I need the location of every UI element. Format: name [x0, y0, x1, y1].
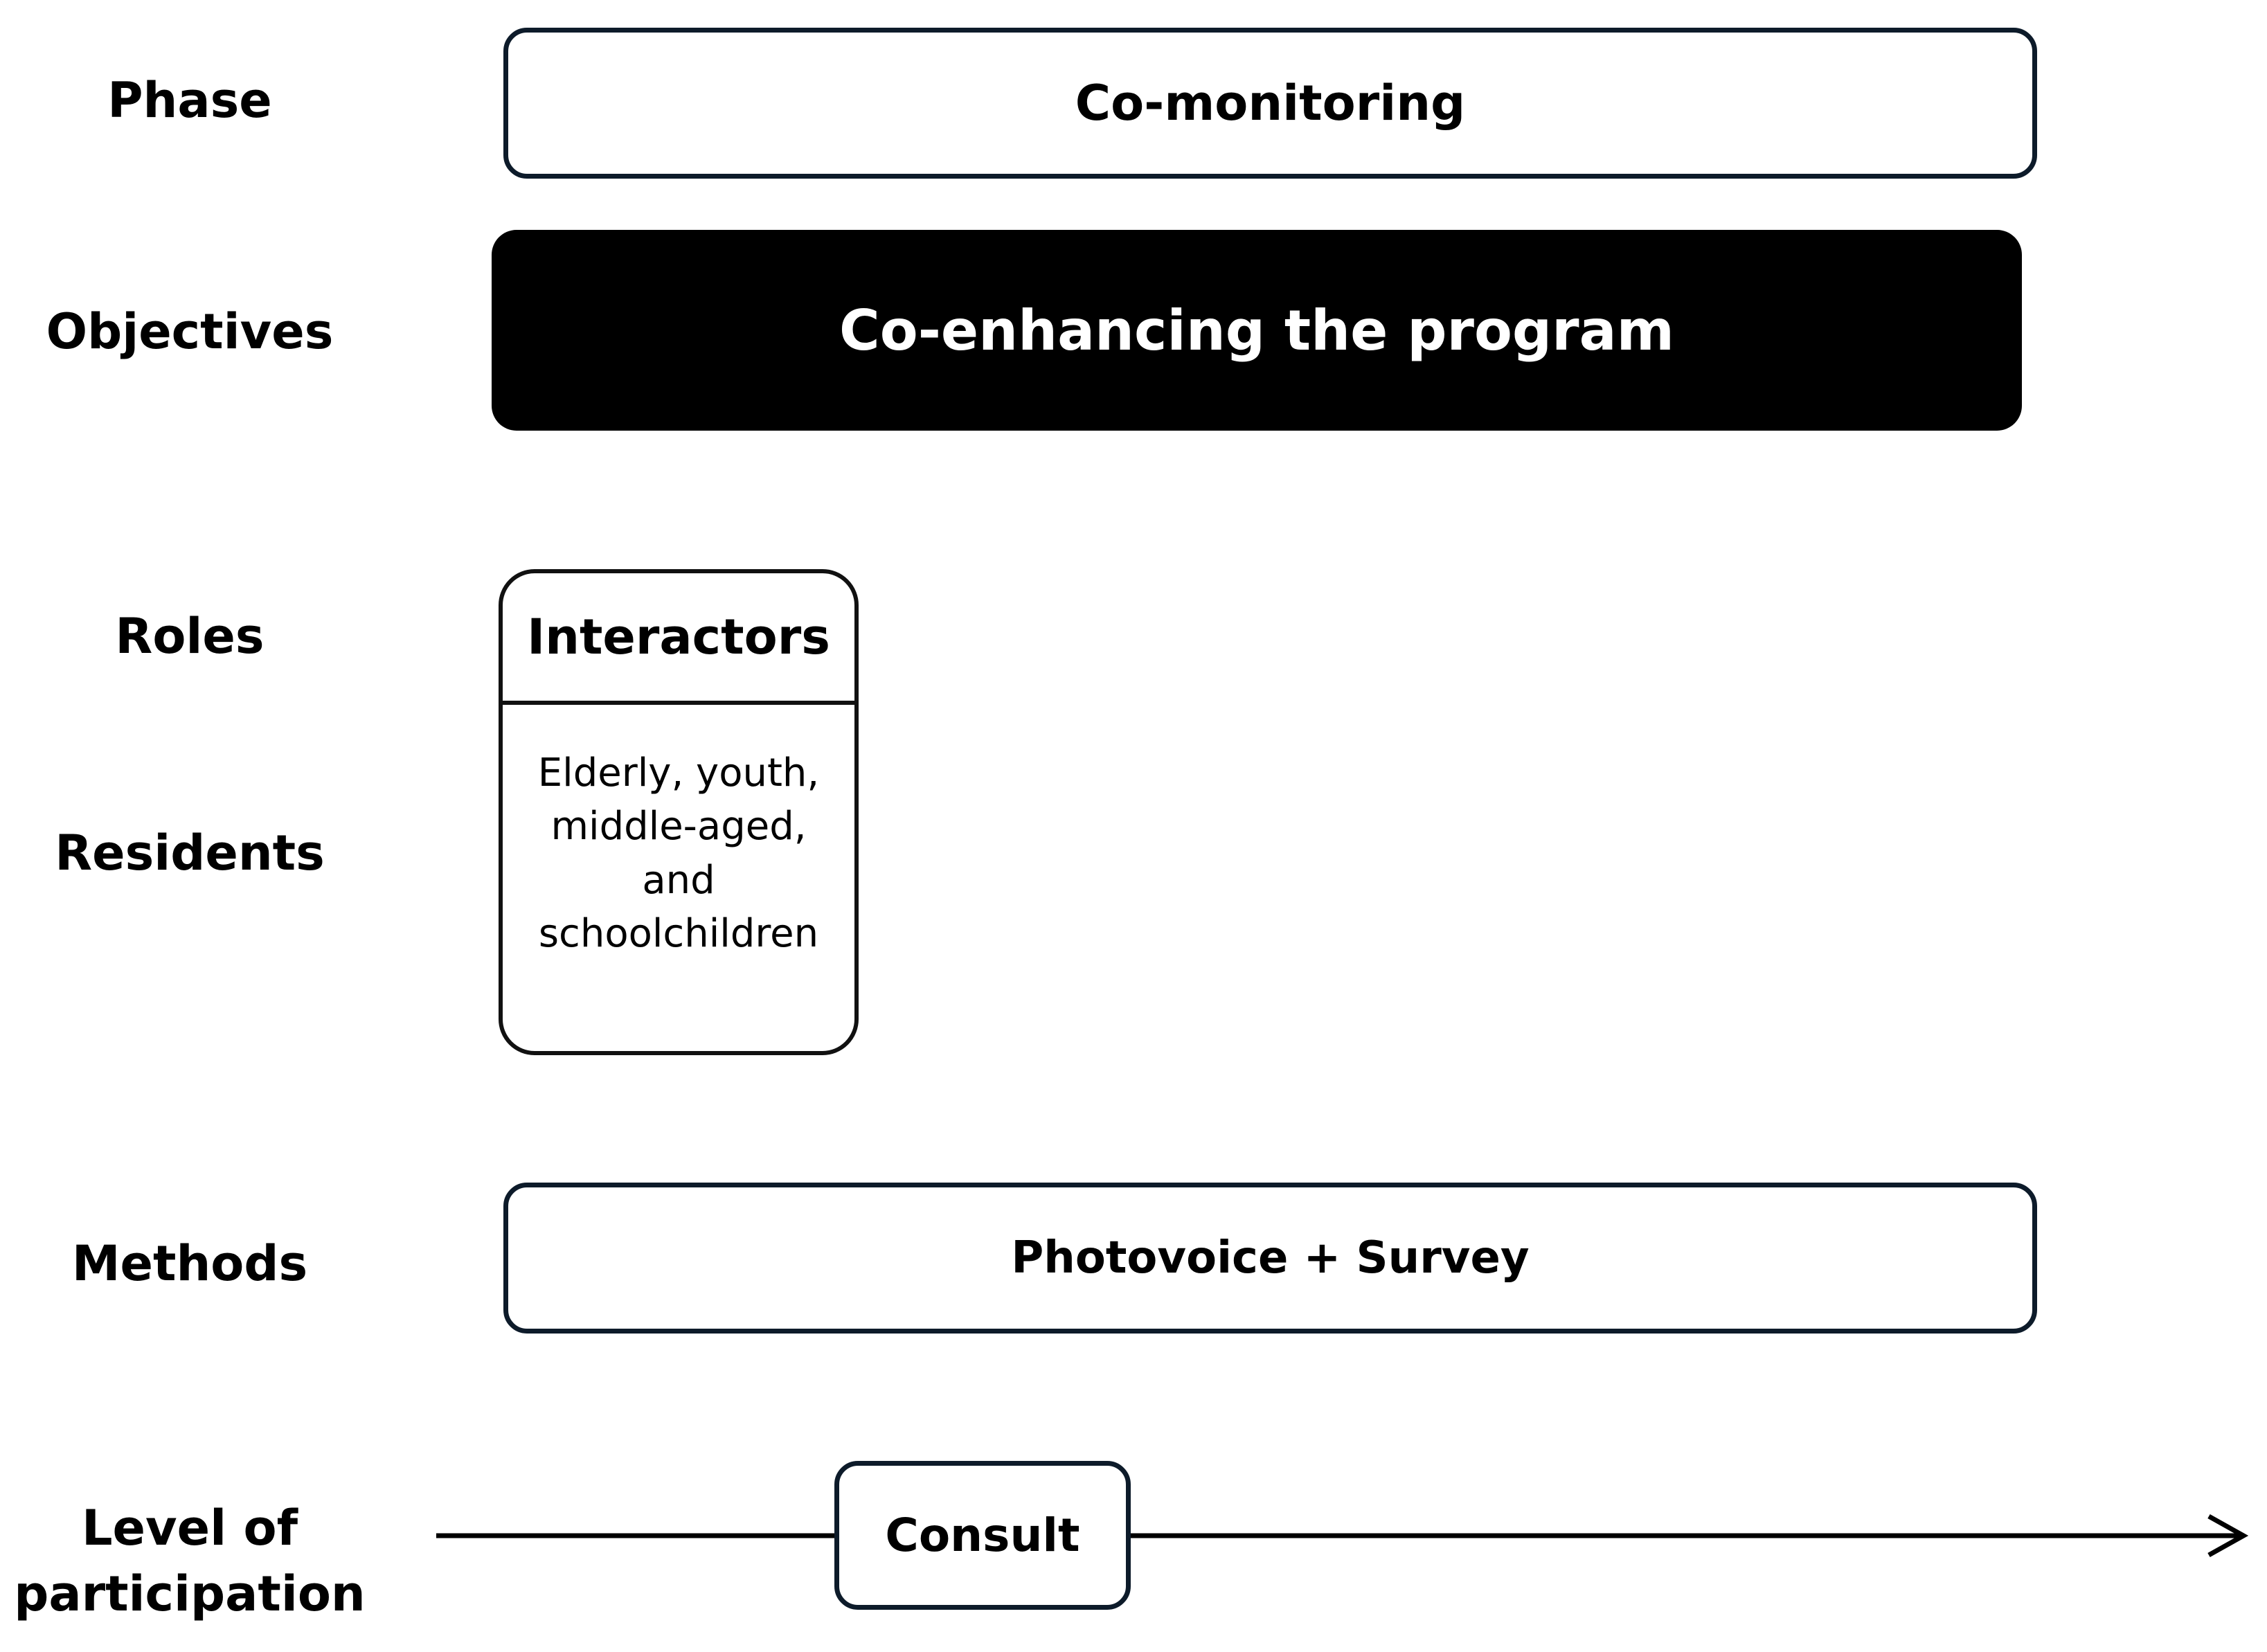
- role-card-body-line: Elderly, youth,: [537, 751, 820, 796]
- consult-box: Consult: [834, 1461, 1131, 1610]
- roles-label: Roles: [115, 608, 265, 665]
- phase-box: Co-monitoring: [503, 28, 2037, 179]
- arrow-head-icon: [2207, 1514, 2249, 1558]
- phase-label: Phase: [107, 72, 272, 129]
- objective-box: Co-enhancing the program: [492, 230, 2022, 431]
- role-card-body-line: schoolchildren: [538, 910, 819, 956]
- methods-label: Methods: [71, 1235, 308, 1292]
- role-card-interactors: Interactors Elderly, youth, middle-aged,…: [499, 569, 859, 1055]
- methods-box: Photovoice + Survey: [503, 1183, 2037, 1334]
- consult-text: Consult: [885, 1509, 1080, 1562]
- level-of-participation-label: Level of participation: [0, 1496, 379, 1626]
- role-card-body: Elderly, youth, middle-aged, and schoolc…: [503, 705, 854, 960]
- role-card-body-line: middle-aged,: [550, 804, 807, 850]
- role-card-body-line: and: [642, 857, 715, 903]
- level-label-line2: participation: [14, 1565, 366, 1622]
- objective-text: Co-enhancing the program: [839, 298, 1674, 363]
- methods-text: Photovoice + Survey: [1011, 1232, 1530, 1284]
- role-card-title: Interactors: [503, 573, 854, 705]
- residents-label: Residents: [55, 825, 325, 881]
- phase-text: Co-monitoring: [1075, 75, 1466, 132]
- level-label-line1: Level of: [81, 1500, 298, 1556]
- objectives-label: Objectives: [46, 303, 334, 360]
